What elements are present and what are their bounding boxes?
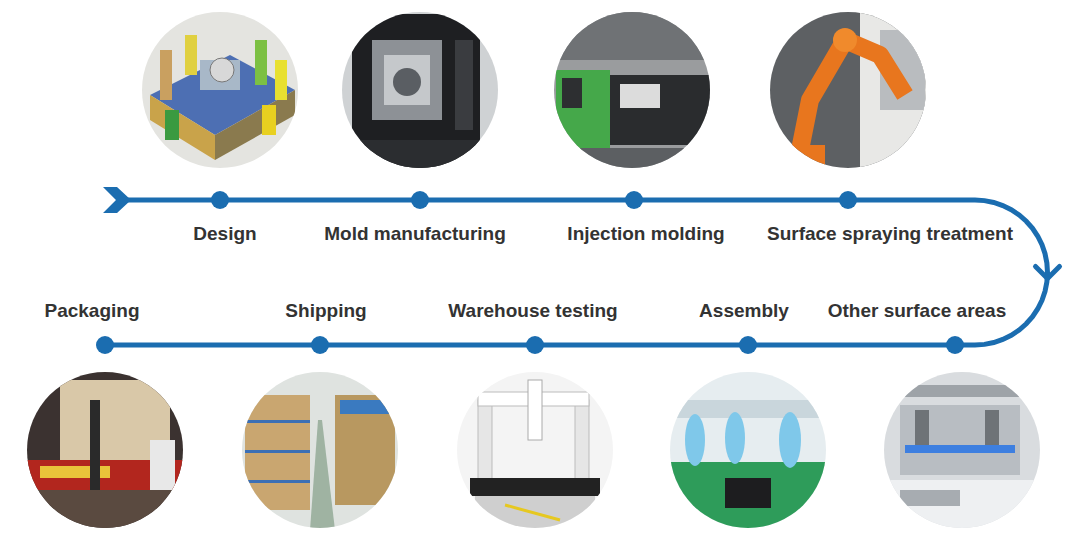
flow-line: [105, 343, 320, 348]
flow-connector: [634, 200, 848, 201]
flow-connector: [535, 345, 748, 346]
timeline-dot: [839, 191, 857, 209]
mold-photo: [340, 10, 500, 174]
timeline-dot: [625, 191, 643, 209]
timeline-dot: [739, 336, 757, 354]
step-label: Assembly: [699, 299, 789, 323]
step-label: Other surface areas: [828, 299, 1007, 323]
arrowhead: [1036, 267, 1060, 279]
assembly-photo: [668, 370, 828, 532]
process-step: Warehouse testing: [444, 299, 621, 345]
step-label: Design: [193, 222, 256, 246]
timeline-dot: [526, 336, 544, 354]
flow-line: [848, 200, 1048, 345]
testing-photo: [455, 370, 615, 530]
step-label: Injection molding: [567, 222, 724, 246]
flow-line: [535, 343, 748, 348]
flow-line: [118, 198, 214, 203]
flow-connector: [848, 200, 1060, 345]
step-label: Shipping: [285, 299, 366, 323]
flow-connector: [748, 345, 955, 346]
timeline-dot: [211, 191, 229, 209]
process-step: Injection molding: [563, 200, 728, 246]
injection-photo: [552, 10, 712, 170]
process-step: Design: [189, 200, 260, 246]
flow-connector: [420, 200, 634, 201]
timeline-dot: [96, 336, 114, 354]
flow-line: [634, 198, 848, 203]
process-step: Assembly: [695, 299, 793, 345]
flow-line: [320, 343, 535, 348]
timeline-dot: [946, 336, 964, 354]
design-photo: [140, 10, 300, 170]
flow-connector: [105, 345, 320, 346]
flow-line: [220, 198, 420, 203]
timeline-dot: [311, 336, 329, 354]
process-step: Shipping: [281, 299, 370, 345]
spraying-photo: [768, 10, 930, 170]
process-step: Other surface areas: [824, 299, 1011, 345]
flow-line: [748, 343, 955, 348]
packaging-photo: [25, 370, 185, 530]
process-step: Mold manufacturing: [320, 200, 510, 246]
step-label: Surface spraying treatment: [767, 222, 1013, 246]
shipping-photo: [240, 370, 400, 530]
process-step: Surface spraying treatment: [763, 200, 1017, 246]
step-label: Mold manufacturing: [324, 222, 506, 246]
flow-line: [420, 198, 634, 203]
flow-connector: [320, 345, 535, 346]
flow-connector: [220, 200, 420, 201]
start-chevron: [103, 187, 131, 213]
step-label: Warehouse testing: [448, 299, 617, 323]
surface-photo: [882, 370, 1042, 530]
timeline-dot: [411, 191, 429, 209]
process-step: Packaging: [40, 299, 143, 345]
step-label: Packaging: [44, 299, 139, 323]
